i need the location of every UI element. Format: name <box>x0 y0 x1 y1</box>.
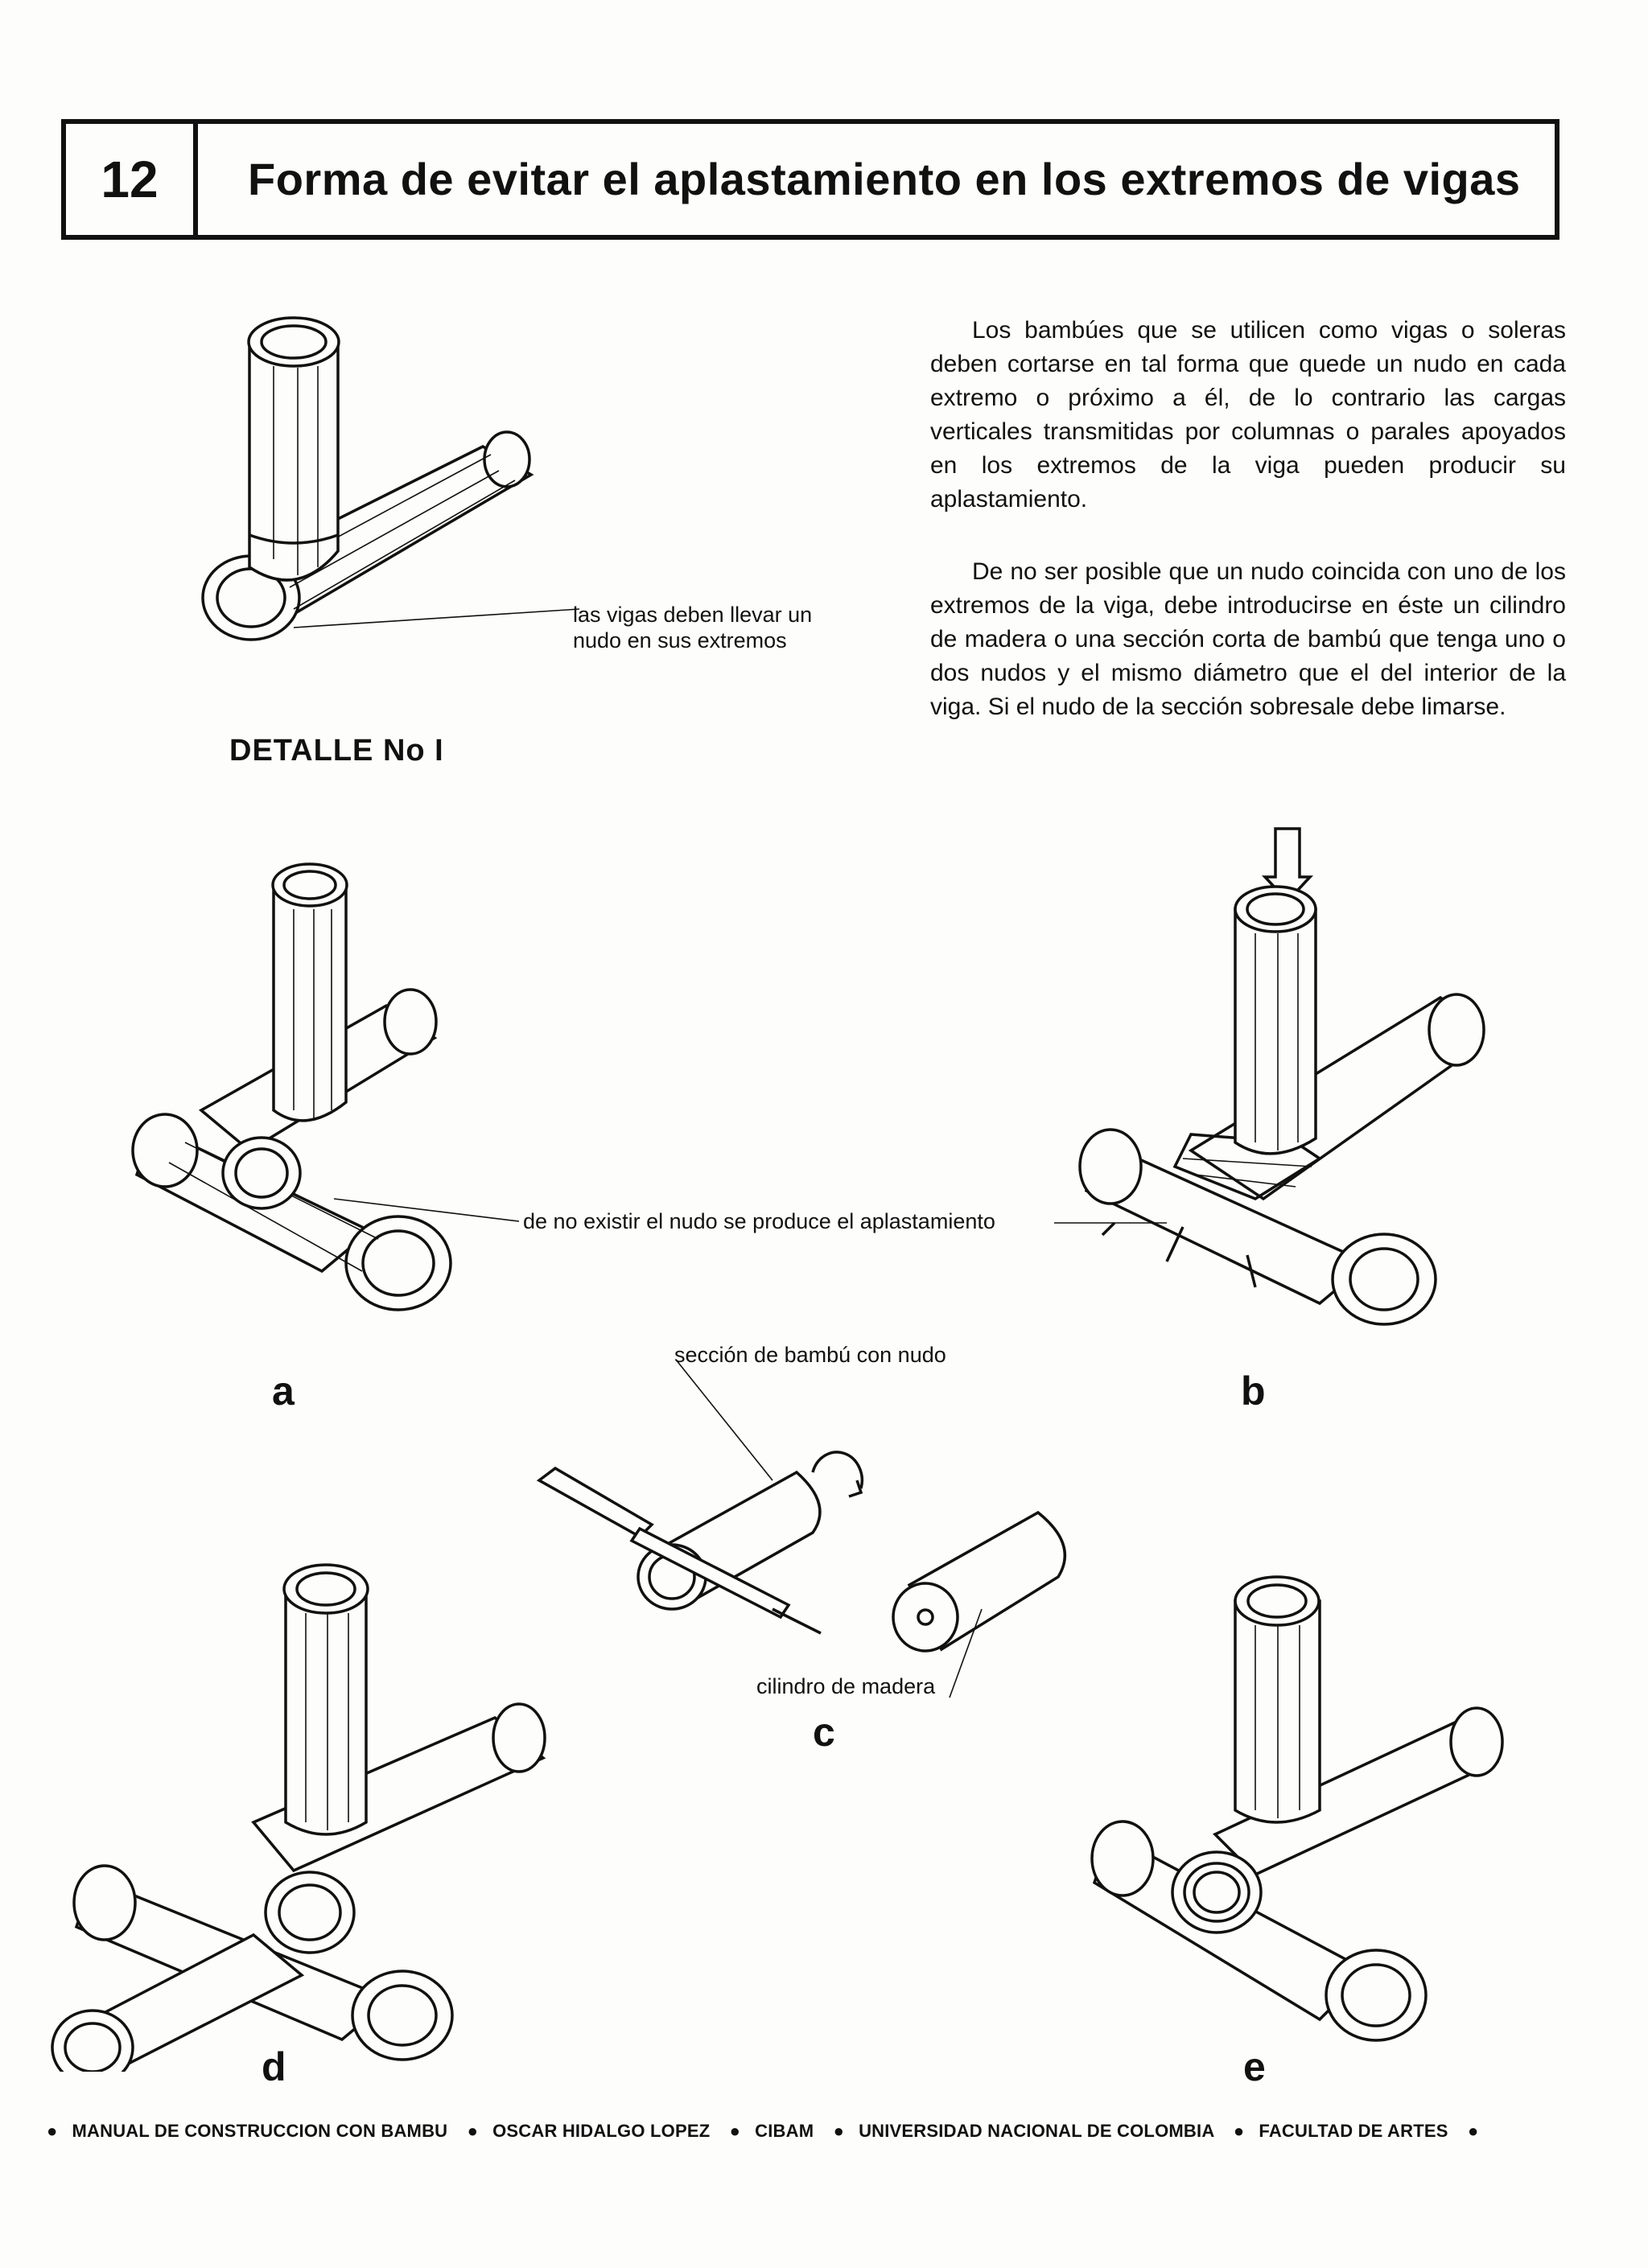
cylinder-callout: cilindro de madera <box>756 1674 936 1698</box>
footer-item: OSCAR HIDALGO LOPEZ <box>492 2121 711 2141</box>
figure-a-illustration <box>131 862 520 1311</box>
footer-item: CIBAM <box>755 2121 814 2141</box>
figure-a-letter: a <box>272 1369 295 1414</box>
section-callout: sección de bambú con nudo <box>674 1343 946 1367</box>
footer-item: UNIVERSIDAD NACIONAL DE COLOMBIA <box>859 2121 1214 2141</box>
intro-paragraph-2: De no ser posible que un nudo coincida c… <box>930 558 1566 720</box>
footer-bullet: ● <box>729 2121 741 2141</box>
page-header: 12 Forma de evitar el aplastamiento en l… <box>61 119 1559 240</box>
figure-d-illustration <box>51 1563 546 2072</box>
footer-item: MANUAL DE CONSTRUCCION CON BAMBU <box>72 2121 448 2141</box>
page-number: 12 <box>66 124 198 235</box>
figure-e-illustration <box>1090 1575 1504 2042</box>
footer-bullet: ● <box>1233 2121 1245 2141</box>
figure-c-illustration <box>536 1359 1067 1698</box>
footer: ● MANUAL DE CONSTRUCCION CON BAMBU ● OSCAR… <box>47 2121 1576 2142</box>
page-title: Forma de evitar el aplastamiento en los … <box>248 154 1521 204</box>
footer-bullet: ● <box>833 2121 845 2141</box>
figure-b-illustration <box>1054 827 1485 1326</box>
crush-callout: de no existir el nudo se produce el apla… <box>523 1209 995 1233</box>
figure-b-letter: b <box>1241 1369 1266 1414</box>
footer-bullet: ● <box>47 2121 58 2141</box>
intro-paragraph-1: Los bambúes que se utilicen como vigas o… <box>930 317 1566 512</box>
detail-illustration <box>201 316 580 641</box>
detail-callout: las vigas deben llevar un nudo en sus ex… <box>573 603 813 652</box>
footer-item: FACULTAD DE ARTES <box>1259 2121 1448 2141</box>
figure-c-letter: c <box>813 1710 835 1755</box>
figure-e-letter: e <box>1243 2044 1266 2089</box>
footer-bullet: ● <box>467 2121 479 2141</box>
figure-d-letter: d <box>262 2044 286 2089</box>
footer-bullet: ● <box>1467 2121 1479 2141</box>
detail-label: DETALLE No I <box>229 734 444 768</box>
